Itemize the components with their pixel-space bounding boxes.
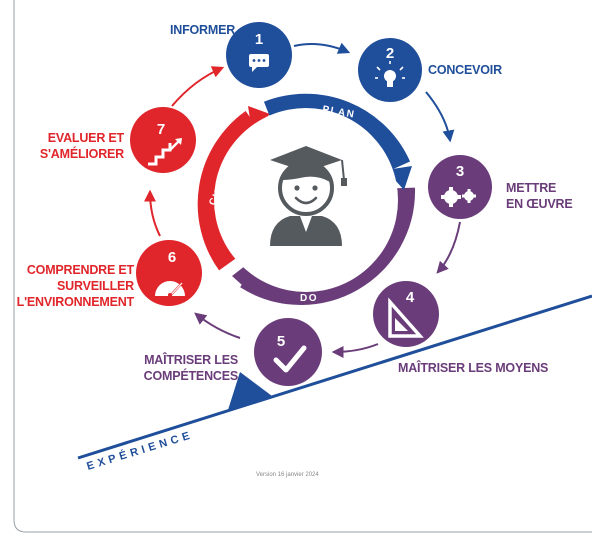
step-7: 7: [130, 107, 196, 173]
stairs-up-icon: [148, 138, 182, 166]
step-5-label-line-2: COMPÉTENCES: [143, 369, 239, 383]
step-5-number: 5: [277, 333, 285, 350]
step-4-label: MAÎTRISER LES MOYENS: [398, 361, 549, 375]
step-5-label-line-1: MAÎTRISER LES: [144, 353, 238, 367]
step-6-label-line-2: SURVEILLER: [57, 279, 134, 293]
do-label: DO: [300, 293, 318, 304]
lightbulb-icon: [375, 61, 405, 87]
step-3-label-line-1: METTRE: [506, 181, 557, 195]
gauge-icon: [155, 281, 185, 297]
step-3-label-line-2: EN ŒUVRE: [506, 197, 573, 211]
step-3-label: METTRE EN ŒUVRE: [506, 180, 573, 212]
step-6: 6: [136, 240, 202, 306]
step-4: 4: [373, 281, 439, 347]
gears-icon: [441, 187, 476, 207]
step-6-label-line-3: L'ENVIRONNEMENT: [16, 295, 135, 309]
step-5: 5: [254, 318, 322, 386]
step-7-label: EVALUER ET S'AMÉLIORER: [14, 130, 124, 162]
experience-slope-line: [77, 294, 592, 460]
checkmark-icon: [273, 345, 307, 373]
step-1-number: 1: [255, 31, 263, 48]
outer-cycle-arrows: [144, 42, 461, 358]
check-act-arc: [197, 111, 259, 271]
set-square-icon: [388, 297, 424, 338]
step-5-label: MAÎTRISER LES COMPÉTENCES: [118, 352, 239, 384]
step-4-number: 4: [406, 289, 415, 306]
step-2-number: 2: [386, 45, 394, 62]
step-1: 1: [226, 22, 292, 88]
slope-wedge: [228, 372, 272, 410]
do-arc: [240, 187, 416, 305]
step-3: 3: [428, 155, 492, 219]
step-2: 2: [358, 38, 422, 102]
step-7-label-line-1: EVALUER ET: [47, 131, 124, 145]
chat-bubble-icon: [249, 54, 269, 72]
step-6-label-line-1: COMPRENDRE ET: [26, 263, 134, 277]
step-7-number: 7: [157, 121, 165, 138]
step-6-label: COMPRENDRE ET SURVEILLER L'ENVIRONNEMENT: [10, 262, 135, 310]
step-3-number: 3: [456, 163, 464, 180]
step-6-number: 6: [168, 249, 176, 266]
step-7-label-line-2: S'AMÉLIORER: [39, 147, 124, 161]
plan-arc: [263, 93, 411, 171]
version-note: Version 16 janvier 2024: [256, 472, 319, 478]
graduate-student-icon: [270, 146, 347, 246]
step-2-label: CONCEVOIR: [428, 63, 502, 77]
step-1-label: INFORMER: [170, 23, 236, 37]
